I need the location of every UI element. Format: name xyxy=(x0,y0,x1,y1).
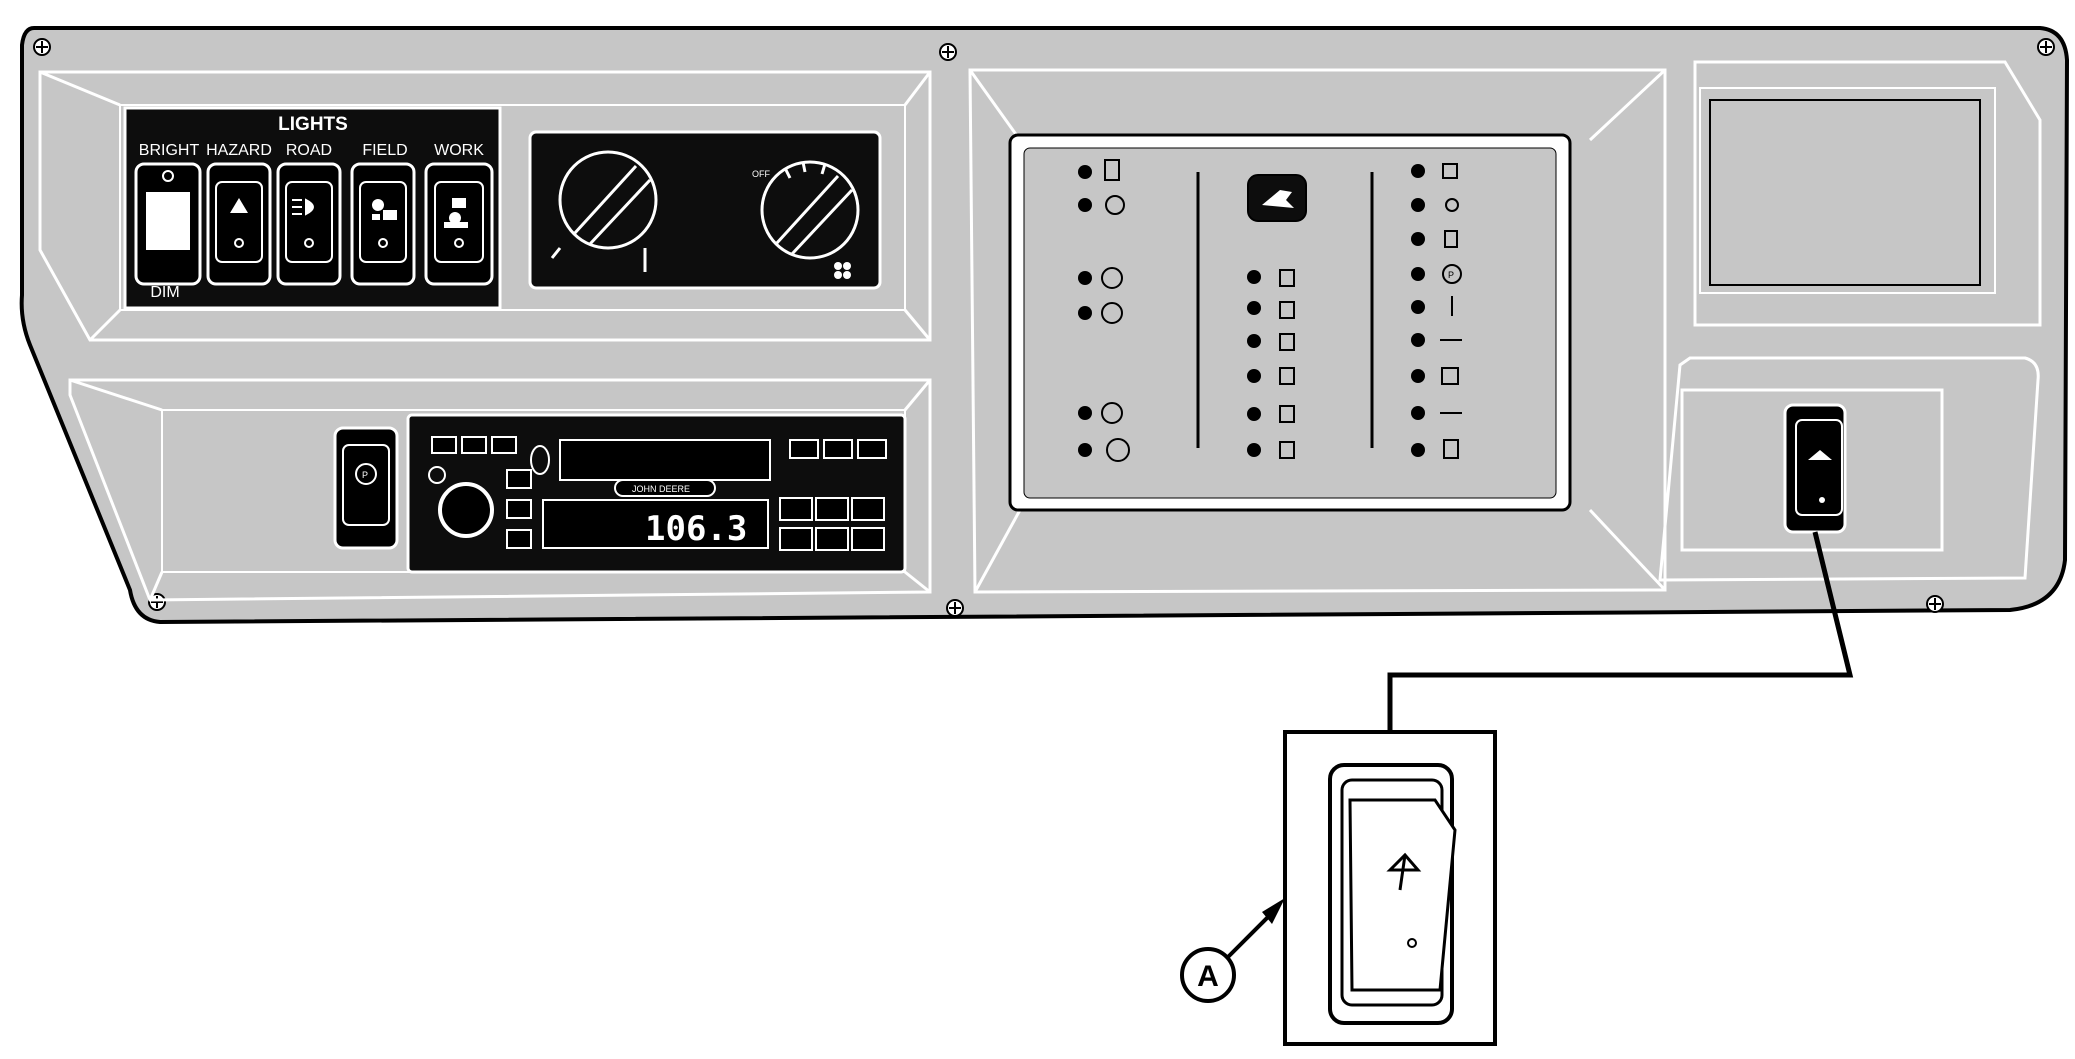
radio-button[interactable] xyxy=(789,439,819,459)
radio-button[interactable] xyxy=(506,469,532,489)
callout-a: A xyxy=(1180,898,1285,1003)
leader-line xyxy=(1387,531,1854,735)
field-light-icon xyxy=(372,199,397,220)
radio-button[interactable] xyxy=(506,499,532,519)
radio-frequency: 106.3 xyxy=(645,509,747,549)
lower-right-bezel xyxy=(1658,356,2040,582)
callout-label: A xyxy=(1197,960,1219,993)
radio-button[interactable] xyxy=(857,439,887,459)
radio-unit: JOHN DEERE 106.3 xyxy=(406,413,907,574)
park-brake-switch[interactable]: P xyxy=(333,426,399,550)
park-brake-icon xyxy=(355,463,377,485)
hazard-switch[interactable] xyxy=(206,162,272,286)
indicator-lamps-right xyxy=(1411,164,1425,457)
preset-button[interactable] xyxy=(779,497,813,521)
radio-display xyxy=(542,499,769,549)
preset-button[interactable] xyxy=(815,527,849,551)
wiper-icon xyxy=(1386,852,1422,891)
preset-button[interactable] xyxy=(779,527,813,551)
label-bright: BRIGHT xyxy=(139,142,200,159)
radio-button[interactable] xyxy=(431,436,457,454)
radio-button[interactable] xyxy=(823,439,853,459)
left-dial-knob[interactable] xyxy=(550,150,658,272)
radio-button[interactable] xyxy=(491,436,517,454)
wiper-switch-small[interactable] xyxy=(1783,403,1847,534)
screw-icons xyxy=(33,38,2055,617)
off-label: OFF xyxy=(752,169,770,179)
indicator-lamps-left xyxy=(1078,165,1092,457)
preset-button[interactable] xyxy=(815,497,849,521)
radio-brand-label: JOHN DEERE xyxy=(632,484,690,494)
field-lights-switch[interactable] xyxy=(350,162,416,286)
upper-left-bezel xyxy=(38,70,932,342)
work-light-icon xyxy=(444,198,468,228)
svg-text:P: P xyxy=(362,470,368,480)
label-road: ROAD xyxy=(286,142,332,159)
center-bezel xyxy=(968,68,1667,594)
volume-knob[interactable] xyxy=(438,482,494,538)
upper-right-display xyxy=(1693,60,2042,327)
radio-knob-small[interactable] xyxy=(428,466,446,484)
wiper-icon xyxy=(1808,450,1832,460)
eject-button[interactable] xyxy=(530,445,550,475)
bright-dim-switch[interactable] xyxy=(134,162,202,286)
hazard-icon xyxy=(230,198,248,213)
cassette-slot[interactable] xyxy=(559,439,771,481)
radio-button[interactable] xyxy=(506,529,532,549)
radio-brand-plate xyxy=(614,479,716,497)
lights-title: LIGHTS xyxy=(278,114,348,135)
john-deere-logo xyxy=(1247,174,1307,222)
right-dial-knob[interactable] xyxy=(760,160,860,260)
preset-button[interactable] xyxy=(851,497,885,521)
label-dim: DIM xyxy=(150,284,179,301)
work-lights-switch[interactable] xyxy=(424,162,494,286)
label-work: WORK xyxy=(434,142,484,159)
warning-symbol-icons xyxy=(1101,159,1462,462)
park-indicator-icon: P xyxy=(1448,270,1454,280)
lower-left-bezel xyxy=(68,378,932,602)
indicator-lamps-center xyxy=(1247,270,1261,457)
label-hazard: HAZARD xyxy=(206,142,272,159)
label-field: FIELD xyxy=(362,142,407,159)
wiper-switch-enlarged[interactable] xyxy=(1328,763,1457,1025)
headlight-icon xyxy=(292,198,314,216)
fan-icon xyxy=(834,262,851,279)
road-lights-switch[interactable] xyxy=(276,162,342,286)
radio-button[interactable] xyxy=(461,436,487,454)
preset-button[interactable] xyxy=(851,527,885,551)
